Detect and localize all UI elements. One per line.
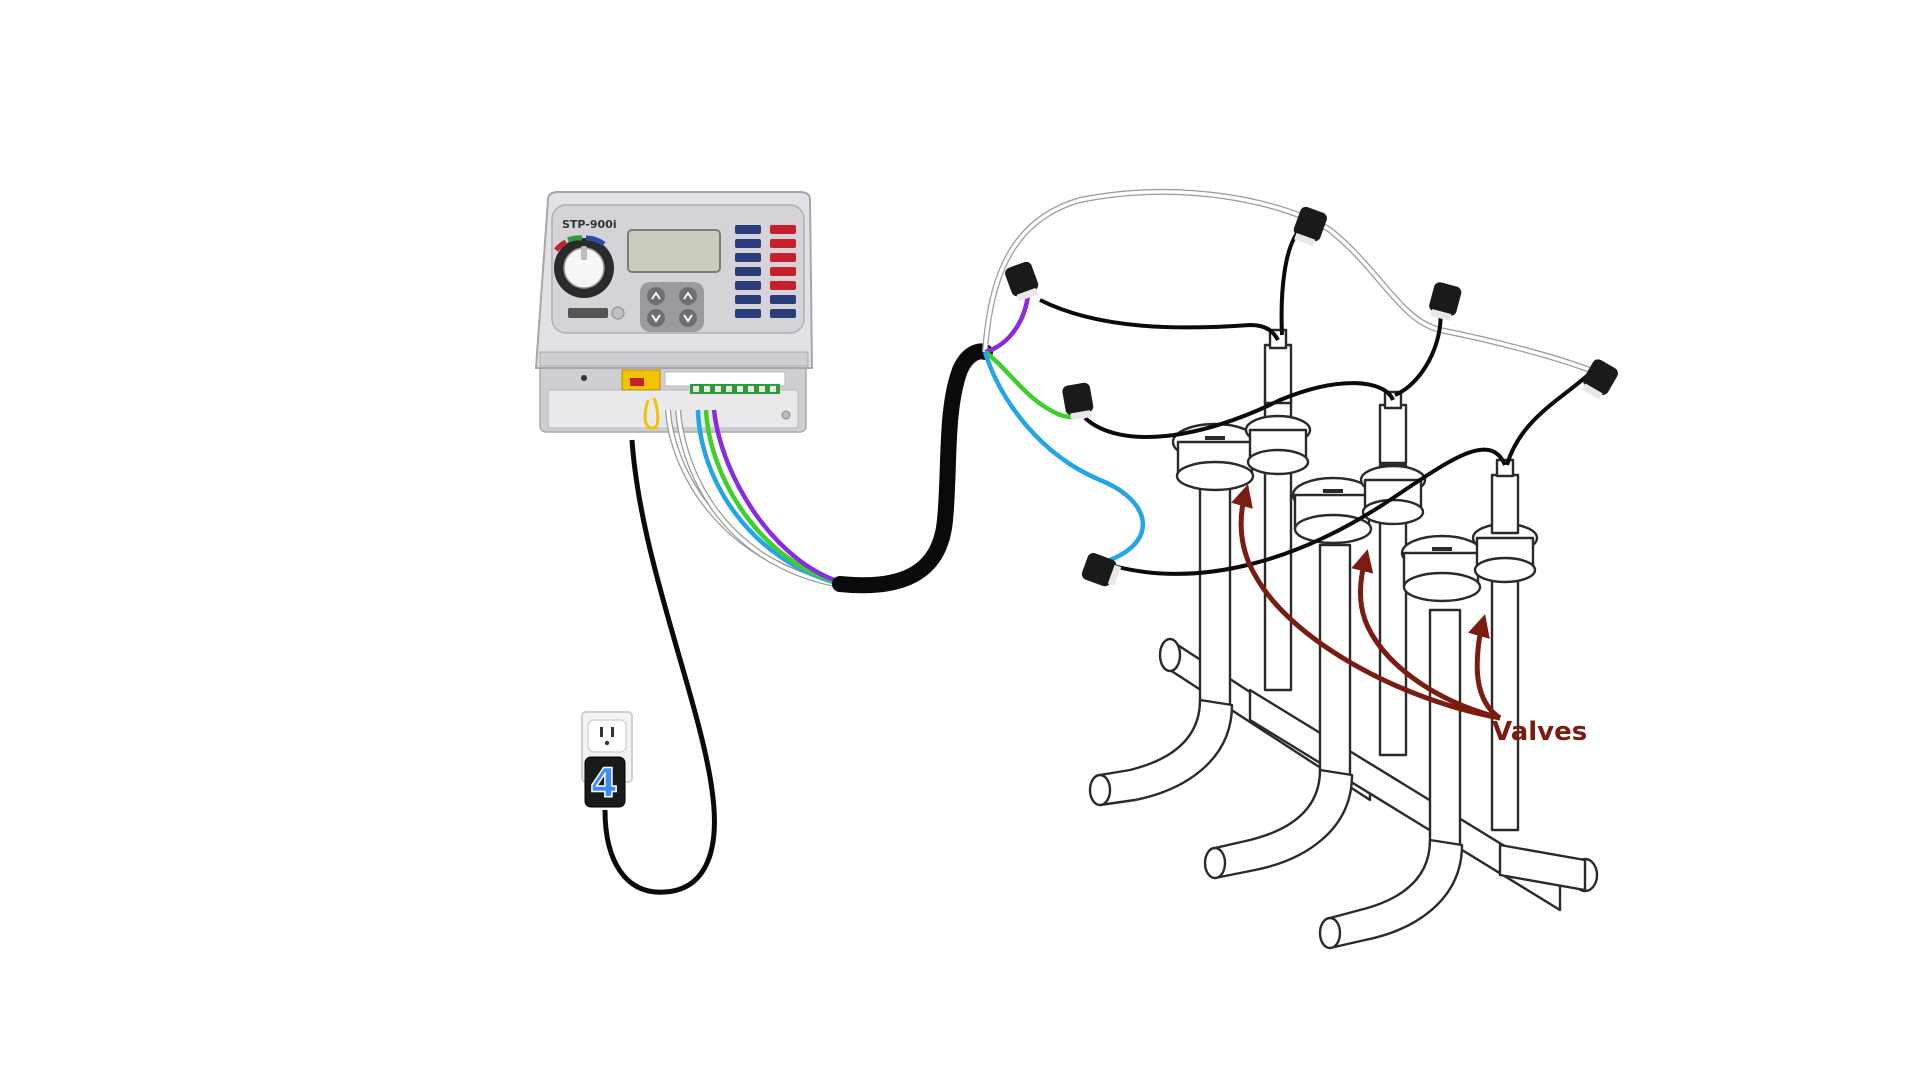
controller-model-label: STP-900i (562, 218, 617, 231)
program-dial-icon (554, 235, 614, 298)
valve-1 (1171, 328, 1312, 492)
power-adapter-step-badge: 4 (584, 756, 626, 808)
power-cord (602, 439, 717, 895)
valve-3 (1400, 458, 1539, 603)
station-buttons (735, 225, 796, 318)
irrigation-controller: STP-900i (534, 191, 814, 433)
wire-nuts (1005, 206, 1618, 587)
field-wires (982, 188, 1592, 576)
step-number-label: 4 (590, 761, 618, 807)
valve-manifold (1088, 328, 1599, 950)
multi-conductor-cable (832, 343, 993, 594)
arrow-buttons (640, 282, 704, 332)
valves-label: Valves (1492, 717, 1587, 747)
lcd-screen (627, 229, 721, 273)
controller-wire-bundle (643, 397, 841, 588)
valve-pointer-arrows (1231, 484, 1502, 721)
